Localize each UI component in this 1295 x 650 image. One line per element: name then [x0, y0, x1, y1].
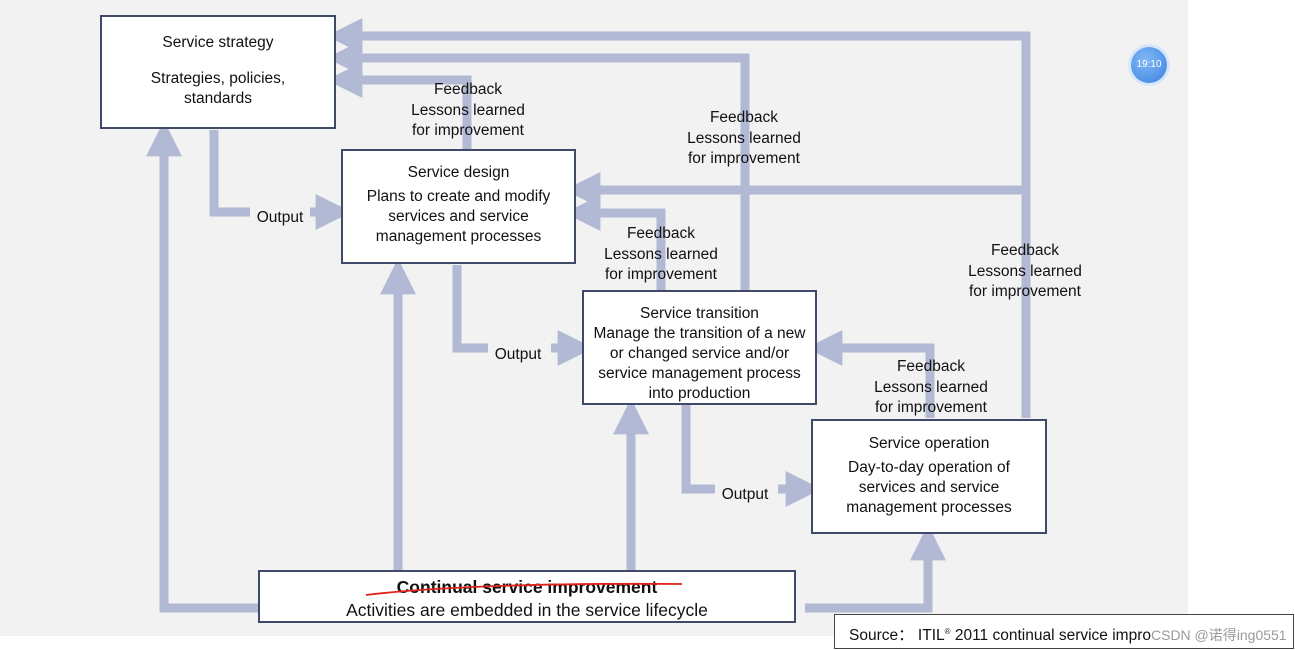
watermark: CSDN @诺得ing0551	[1151, 627, 1287, 644]
csi-arrow-to-operation	[805, 524, 946, 613]
csi-arrow-to-strategy	[146, 120, 258, 613]
output-arrow-strategy-to-design	[209, 130, 250, 217]
red-strike-annotation	[365, 582, 683, 596]
output-label-design: Output	[494, 346, 542, 363]
feedback-arrow-transition-to-strategy	[326, 40, 750, 290]
feedback-label-transition: Feedback Lessons learned for improvement	[604, 225, 718, 283]
service-strategy-title: Service strategy	[162, 34, 274, 51]
feedback-arrow-design-to-strategy	[326, 62, 472, 150]
service-transition-desc: Manage the transition of a new or change…	[593, 325, 806, 402]
clock-time: 19:10	[1136, 59, 1162, 70]
clock-icon: 19:10	[1131, 47, 1167, 83]
output-arrow-transition-to-operation	[681, 405, 715, 494]
service-strategy-box: Service strategy Strategies, policies, s…	[100, 15, 336, 129]
service-design-desc: Plans to create and modify services and …	[366, 188, 551, 245]
feedback-arrow-operation-to-transition	[806, 330, 935, 418]
feedback-label-operation-right: Feedback Lessons learned for improvement	[968, 242, 1082, 300]
feedback-label-design: Feedback Lessons learned for improvement	[411, 81, 525, 139]
service-operation-title: Service operation	[868, 435, 990, 452]
service-design-box: Service design Plans to create and modif…	[341, 149, 576, 264]
feedback-arrow-operation-to-strategy	[326, 18, 1031, 418]
continual-service-improvement-box: Continual service improvement Activities…	[258, 570, 796, 623]
service-strategy-desc: Strategies, policies, standards	[150, 70, 286, 107]
service-operation-desc: Day-to-day operation of services and ser…	[846, 459, 1012, 516]
output-label-transition: Output	[721, 486, 769, 503]
service-transition-title: Service transition	[640, 305, 759, 322]
source-caption: Source： ITIL® 2011 continual service imp…	[834, 614, 1294, 649]
feedback-arrow-transition-to-design	[564, 195, 666, 290]
service-design-title: Service design	[407, 164, 510, 181]
service-transition-box: Service transition Manage the transition…	[582, 290, 817, 405]
output-label-strategy: Output	[256, 209, 304, 226]
csi-title: Continual service improvement	[396, 577, 658, 597]
service-operation-box: Service operation Day-to-day operation o…	[811, 419, 1047, 534]
csi-desc: Activities are embedded in the service l…	[346, 600, 708, 620]
output-arrow-design-to-transition	[452, 265, 488, 353]
feedback-label-operation: Feedback Lessons learned for improvement	[874, 358, 988, 416]
feedback-label-transition-top: Feedback Lessons learned for improvement	[687, 109, 801, 167]
